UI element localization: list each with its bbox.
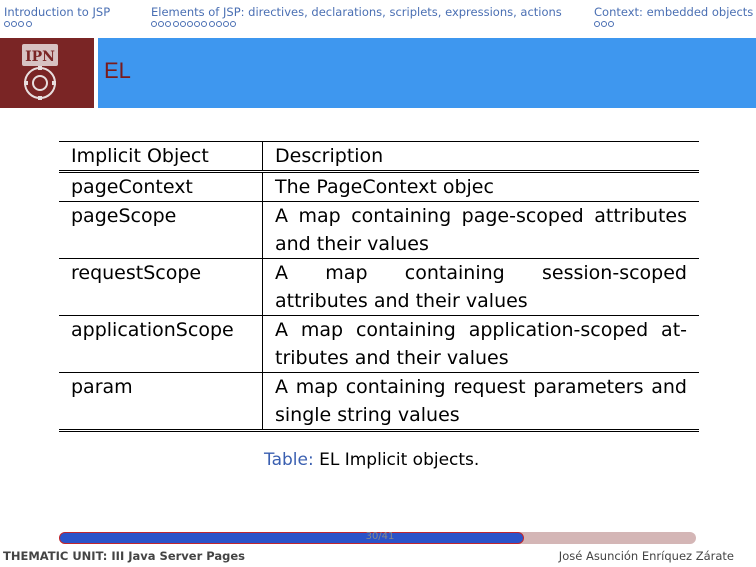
institution-logo: IPN <box>0 38 94 108</box>
table-caption: Table: EL Implicit objects. <box>264 450 479 470</box>
table-row: pageScope A map containing page-scoped a… <box>59 201 699 259</box>
caption-text: EL Implicit objects. <box>319 450 480 470</box>
nav-slide-dot[interactable] <box>208 21 215 27</box>
nav-slide-dot[interactable] <box>201 21 208 27</box>
table-row: requestScope A map containing session-sc… <box>59 258 699 316</box>
nav-dots <box>594 21 753 29</box>
nav-slide-dot[interactable] <box>215 21 222 27</box>
nav-section-elements[interactable]: Elements of JSP: directives, declaration… <box>151 6 562 29</box>
nav-section-introduction[interactable]: Introduction to JSP <box>4 6 110 29</box>
description-cell: A map containing application-scoped at-t… <box>275 319 687 369</box>
nav-slide-dot[interactable] <box>222 21 229 27</box>
description-cell: A map containing session-scoped attribut… <box>275 262 687 312</box>
description-cell: A map containing request parameters and … <box>275 376 687 426</box>
table-row: pageContext The PageContext objec <box>59 171 699 202</box>
footer-unit-title: THEMATIC UNIT: III Java Server Pages <box>3 549 246 563</box>
frame-header: IPN EL <box>0 38 756 108</box>
nav-section-context[interactable]: Context: embedded objects <box>594 6 753 29</box>
nav-dots <box>4 21 110 29</box>
nav-section-label[interactable]: Elements of JSP: directives, declaration… <box>151 5 562 19</box>
description-cell: A map containing page-scoped attributes … <box>275 205 687 255</box>
nav-slide-dot[interactable] <box>4 21 10 27</box>
nav-slide-dot[interactable] <box>194 21 201 27</box>
nav-slide-dot[interactable] <box>230 21 237 27</box>
section-navigation: Introduction to JSP Elements of JSP: dir… <box>0 0 756 40</box>
footer-author: José Asunción Enríquez Zárate <box>558 549 734 563</box>
nav-slide-dot[interactable] <box>594 21 600 27</box>
table-header-row: Implicit Object Description <box>59 141 699 172</box>
nav-section-label[interactable]: Context: embedded objects <box>594 5 754 19</box>
object-cell: pageScope <box>59 201 263 259</box>
page-number: 30/41 <box>365 531 395 542</box>
nav-slide-dot[interactable] <box>165 21 172 27</box>
column-header-description: Description <box>275 145 384 167</box>
object-cell: requestScope <box>59 258 263 316</box>
nav-slide-dot[interactable] <box>186 21 193 27</box>
frame-title: EL <box>104 58 131 83</box>
logo-lettering: IPN <box>25 49 55 65</box>
implicit-objects-table: Implicit Object Description pageContext … <box>59 141 699 432</box>
column-header-object: Implicit Object <box>59 141 263 172</box>
logo-emblem-icon: IPN <box>0 38 94 108</box>
header-bar <box>98 38 756 108</box>
nav-slide-dot[interactable] <box>11 21 18 27</box>
object-cell: applicationScope <box>59 315 263 373</box>
nav-slide-dot[interactable] <box>172 21 179 27</box>
nav-slide-dot[interactable] <box>601 21 608 27</box>
table-row: param A map containing request parameter… <box>59 372 699 431</box>
nav-slide-dot[interactable] <box>179 21 186 27</box>
nav-dots <box>151 21 562 29</box>
caption-label: Table: <box>264 450 314 470</box>
progress-bar <box>59 532 524 544</box>
nav-slide-dot[interactable] <box>151 21 157 27</box>
table-row: applicationScope A map containing applic… <box>59 315 699 373</box>
nav-slide-dot[interactable] <box>25 21 32 27</box>
description-cell: The PageContext objec <box>275 176 494 198</box>
nav-section-label[interactable]: Introduction to JSP <box>4 5 111 19</box>
object-cell: pageContext <box>59 171 263 202</box>
object-cell: param <box>59 372 263 431</box>
nav-slide-dot[interactable] <box>18 21 25 27</box>
nav-slide-dot[interactable] <box>158 21 165 27</box>
nav-slide-dot[interactable] <box>608 21 615 27</box>
